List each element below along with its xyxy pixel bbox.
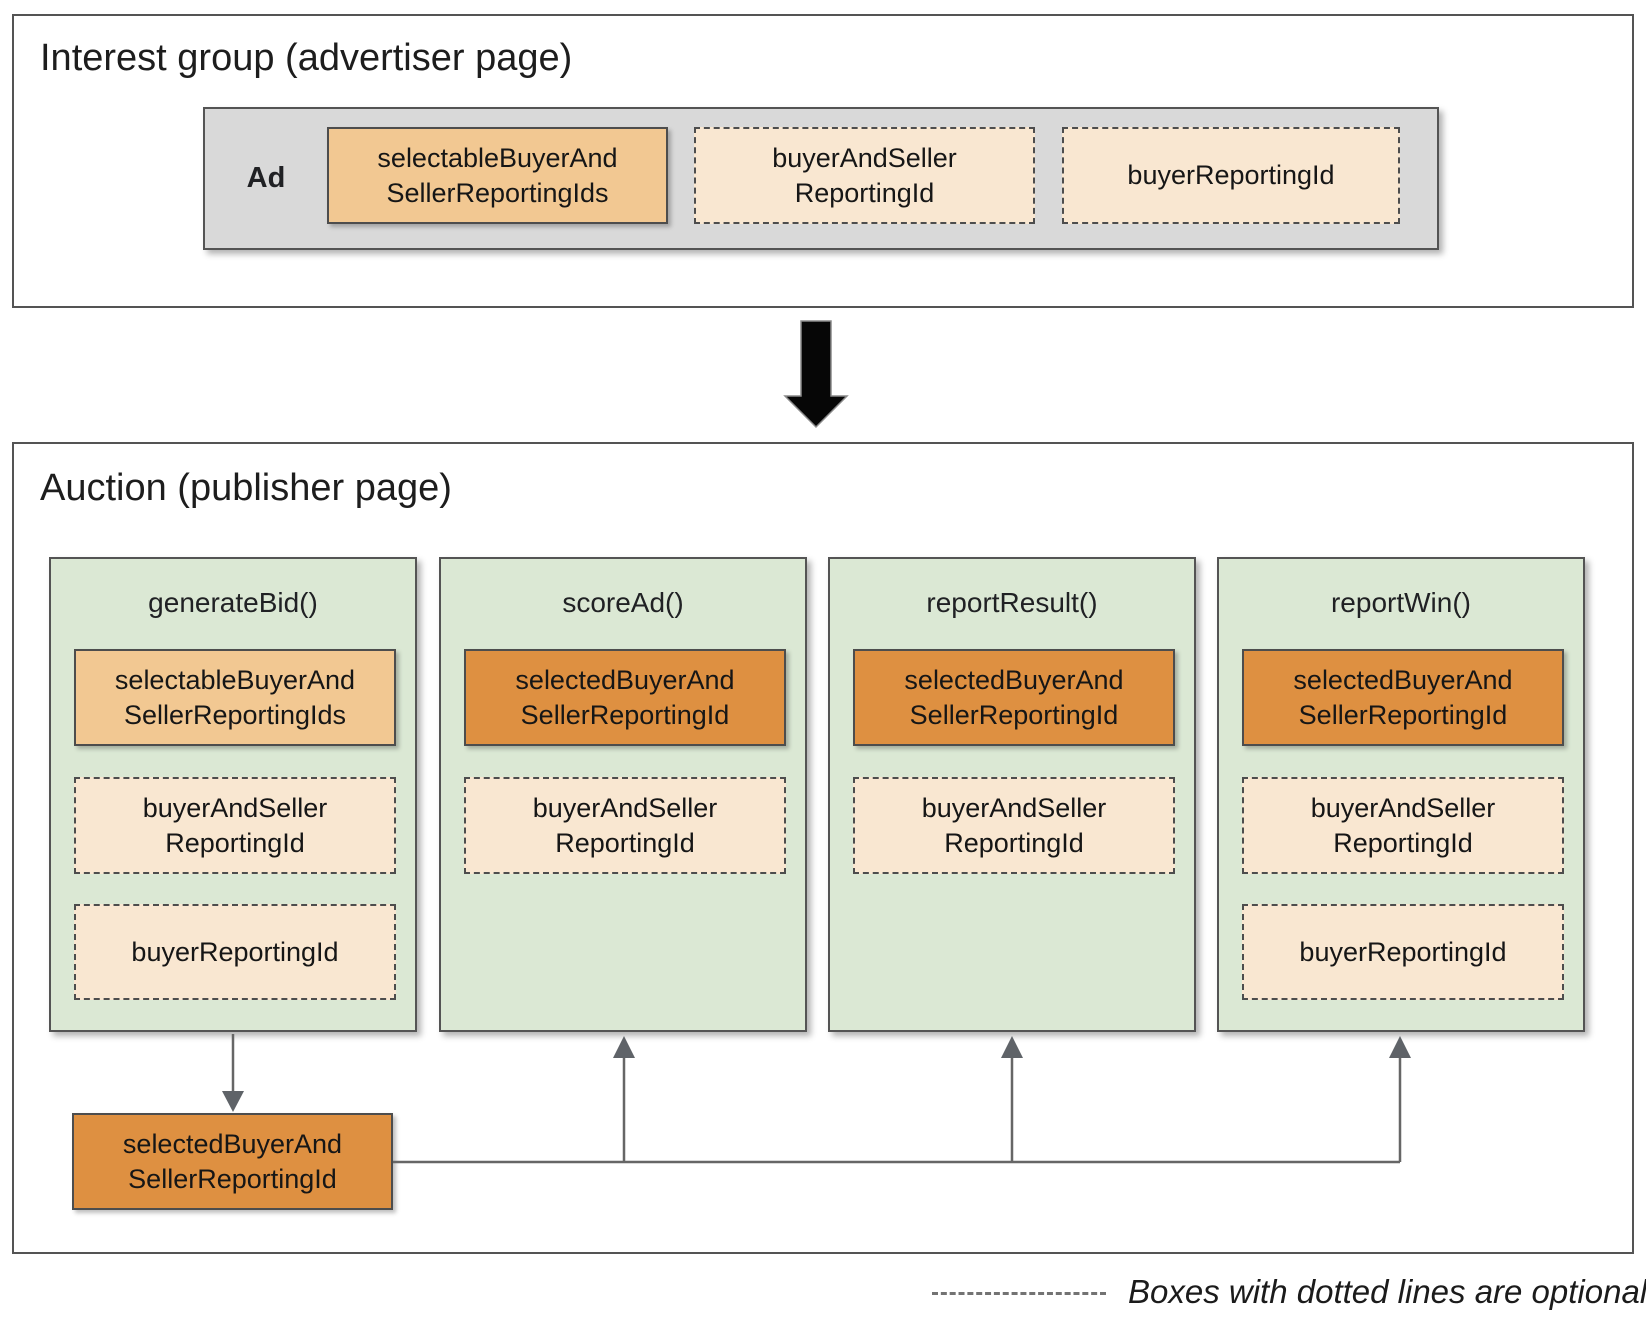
down-arrow-icon bbox=[783, 320, 849, 429]
box-buyer-and-seller-reporting-id: buyerAndSeller ReportingId bbox=[1242, 777, 1564, 874]
box-selected-buyer-and-seller-reporting-id-output: selectedBuyerAnd SellerReportingId bbox=[72, 1113, 393, 1210]
column-report-win: reportWin() selectedBuyerAnd SellerRepor… bbox=[1217, 557, 1585, 1032]
legend-dashed-line-sample bbox=[932, 1292, 1106, 1295]
interest-group-title: Interest group (advertiser page) bbox=[40, 37, 573, 79]
box-buyer-and-seller-reporting-id: buyerAndSeller ReportingId bbox=[464, 777, 786, 874]
column-title-report-win: reportWin() bbox=[1330, 587, 1471, 618]
box-selected-buyer-and-seller-reporting-id: selectedBuyerAnd SellerReportingId bbox=[853, 649, 1175, 746]
legend-text: Boxes with dotted lines are optional bbox=[1128, 1273, 1646, 1310]
box-selected-buyer-and-seller-reporting-id: selectedBuyerAnd SellerReportingId bbox=[1242, 649, 1564, 746]
box-buyer-reporting-id: buyerReportingId bbox=[74, 904, 396, 1000]
column-title-score-ad: scoreAd() bbox=[562, 587, 684, 618]
box-selected-buyer-and-seller-reporting-id: selectedBuyerAnd SellerReportingId bbox=[464, 649, 786, 746]
column-title-generate-bid: generateBid() bbox=[148, 587, 318, 618]
box-buyer-and-seller-reporting-id: buyerAndSeller ReportingId bbox=[853, 777, 1175, 874]
ad-label: Ad bbox=[246, 162, 286, 194]
box-selectable-buyer-and-seller-reporting-ids: selectableBuyerAnd SellerReportingIds bbox=[74, 649, 396, 746]
auction-title: Auction (publisher page) bbox=[40, 467, 452, 509]
column-report-result: reportResult() selectedBuyerAnd SellerRe… bbox=[828, 557, 1196, 1032]
box-buyer-and-seller-reporting-id: buyerAndSeller ReportingId bbox=[694, 127, 1035, 224]
column-title-report-result: reportResult() bbox=[926, 587, 1098, 618]
box-buyer-reporting-id: buyerReportingId bbox=[1062, 127, 1400, 224]
column-score-ad: scoreAd() selectedBuyerAnd SellerReporti… bbox=[439, 557, 807, 1032]
box-buyer-reporting-id: buyerReportingId bbox=[1242, 904, 1564, 1000]
box-selectable-buyer-and-seller-reporting-ids: selectableBuyerAnd SellerReportingIds bbox=[327, 127, 668, 224]
column-generate-bid: generateBid() selectableBuyerAnd SellerR… bbox=[49, 557, 417, 1032]
box-buyer-and-seller-reporting-id: buyerAndSeller ReportingId bbox=[74, 777, 396, 874]
